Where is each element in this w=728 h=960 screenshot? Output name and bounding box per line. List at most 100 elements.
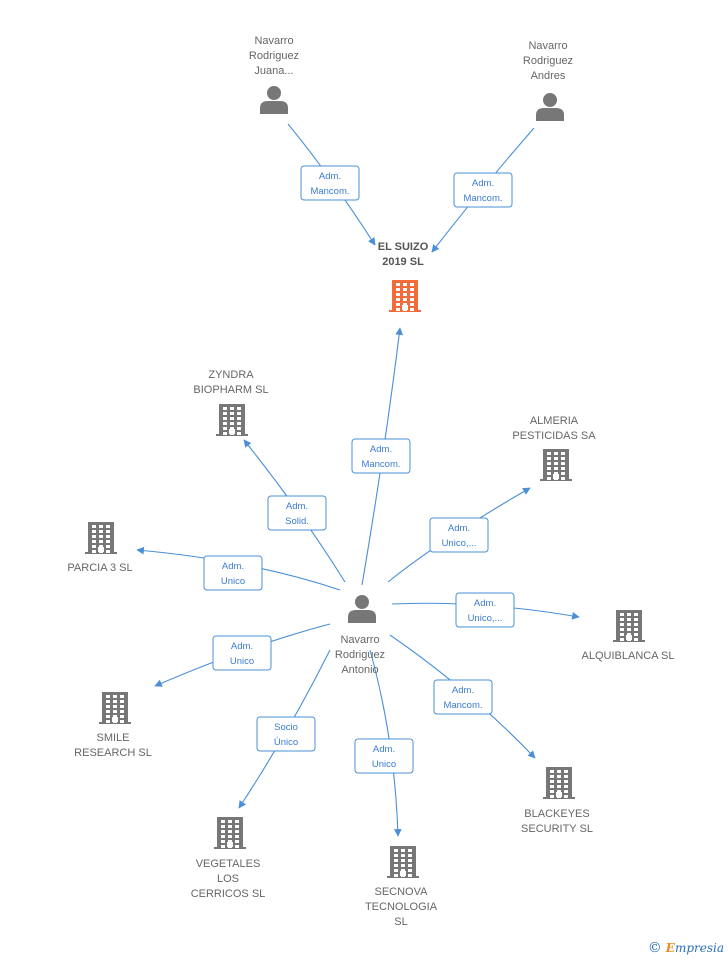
role-label-text: Adm.: [370, 444, 392, 455]
building-icon: [387, 846, 419, 878]
role-label-text: Mancom.: [463, 193, 502, 204]
node-vegetales[interactable]: VEGETALES LOS CERRICOS SL: [191, 817, 266, 900]
node-label: EL SUIZO: [378, 241, 429, 253]
role-label-text: Mancom.: [310, 186, 349, 197]
building-icon: [216, 404, 248, 436]
node-label: Navarro: [528, 40, 567, 52]
role-label-text: Adm.: [319, 171, 341, 182]
node-almeria[interactable]: ALMERIA PESTICIDAS SA: [512, 415, 596, 481]
node-label: Navarro: [340, 634, 379, 646]
node-suizo[interactable]: EL SUIZO 2019 SL: [378, 241, 429, 312]
role-label-box: [256, 716, 316, 752]
node-label: SL: [394, 916, 407, 928]
role-label-box: [351, 438, 411, 474]
role-label-box: [300, 165, 360, 201]
node-label: ZYNDRA: [208, 369, 254, 381]
role-label-text: Adm.: [472, 178, 494, 189]
brand-name: mpresia: [674, 941, 724, 955]
node-parcia[interactable]: PARCIA 3 SL: [67, 522, 133, 574]
role-label-box: [433, 679, 493, 715]
role-label-text: Unico: [372, 759, 396, 770]
node-zyndra[interactable]: ZYNDRA BIOPHARM SL: [193, 369, 269, 436]
role-label-text: Socio: [274, 722, 298, 733]
node-label: CERRICOS SL: [191, 888, 266, 900]
node-label: RESEARCH SL: [74, 747, 152, 759]
node-alquiblanca[interactable]: ALQUIBLANCA SL: [582, 610, 675, 662]
role-label-box: [203, 555, 263, 591]
role-label-text: Único: [274, 737, 298, 748]
node-label: TECNOLOGIA: [365, 901, 438, 913]
edge-antonio-to-suizo[interactable]: Adm. Mancom.: [351, 327, 411, 586]
role-label-text: Solid.: [285, 516, 309, 527]
brand-initial: E: [665, 941, 675, 955]
role-label-text: Adm.: [452, 685, 474, 696]
node-label: SECNOVA: [375, 886, 429, 898]
role-label-box: [212, 635, 272, 671]
role-label-text: Unico: [230, 656, 254, 667]
node-label: LOS: [217, 873, 239, 885]
role-label-text: Unico: [221, 576, 245, 587]
node-label: 2019 SL: [382, 256, 424, 268]
role-label-text: Mancom.: [361, 459, 400, 470]
node-label: ALMERIA: [530, 415, 579, 427]
role-label-box: [453, 172, 513, 208]
node-label: Rodriguez: [523, 55, 573, 67]
role-label-box: [429, 517, 489, 553]
node-label: Antonio: [341, 664, 378, 676]
role-label-text: Adm.: [286, 501, 308, 512]
copyright-icon: ©: [647, 940, 662, 956]
person-icon: [260, 86, 288, 114]
role-label-text: Adm.: [474, 598, 496, 609]
role-label-text: Adm.: [373, 744, 395, 755]
node-label: Rodriguez: [249, 50, 299, 62]
edge-antonio-to-blackeyes[interactable]: Adm. Mancom.: [389, 634, 536, 759]
person-icon: [348, 595, 376, 623]
node-label: SECURITY SL: [521, 823, 593, 835]
node-label: Andres: [531, 70, 566, 82]
role-label-text: Adm.: [231, 641, 253, 652]
node-smile[interactable]: SMILE RESEARCH SL: [74, 692, 152, 759]
node-label: Navarro: [254, 35, 293, 47]
edge-antonio-to-zyndra[interactable]: Adm. Solid.: [243, 439, 346, 583]
edge-juana-to-suizo[interactable]: Adm. Mancom.: [287, 123, 376, 246]
node-label: BIOPHARM SL: [193, 384, 268, 396]
edge-antonio-to-almeria[interactable]: Adm. Unico,...: [387, 487, 531, 583]
building-icon: [99, 692, 131, 724]
role-label-text: Mancom.: [443, 700, 482, 711]
building-icon: [543, 767, 575, 799]
edge-antonio-to-smile[interactable]: Adm. Unico: [154, 623, 331, 687]
role-label-box: [354, 738, 414, 774]
node-secnova[interactable]: SECNOVA TECNOLOGIA SL: [365, 846, 438, 928]
role-label-box: [267, 495, 327, 531]
node-label: PARCIA 3 SL: [67, 562, 132, 574]
node-label: Rodriguez: [335, 649, 385, 661]
node-label: SMILE: [96, 732, 129, 744]
building-icon: [214, 817, 246, 849]
edge-antonio-to-secnova[interactable]: Adm. Unico: [354, 649, 414, 837]
empresia-brand[interactable]: ©Empresia: [648, 940, 724, 956]
building-icon: [613, 610, 645, 642]
building-icon: [389, 280, 421, 312]
building-icon: [85, 522, 117, 554]
node-label: ALQUIBLANCA SL: [582, 650, 675, 662]
edge-andres-to-suizo[interactable]: Adm. Mancom.: [431, 127, 535, 253]
role-label-box: [455, 592, 515, 628]
role-label-text: Adm.: [448, 523, 470, 534]
node-label: Juana...: [254, 65, 293, 77]
node-label: VEGETALES: [196, 858, 261, 870]
role-label-text: Adm.: [222, 561, 244, 572]
node-juana[interactable]: NavarroRodriguezJuana...: [249, 35, 299, 114]
edges-layer: Adm. Mancom. Adm. Mancom. Adm. Mancom. Adm. Sol…: [136, 123, 580, 837]
role-label-text: Unico,...: [468, 613, 503, 624]
building-icon: [540, 449, 572, 481]
node-label: PESTICIDAS SA: [512, 430, 596, 442]
edge-antonio-to-alquiblanca[interactable]: Adm. Unico,...: [391, 592, 580, 628]
role-label-text: Unico,...: [442, 538, 477, 549]
edge-antonio-to-parcia[interactable]: Adm. Unico: [136, 546, 341, 591]
